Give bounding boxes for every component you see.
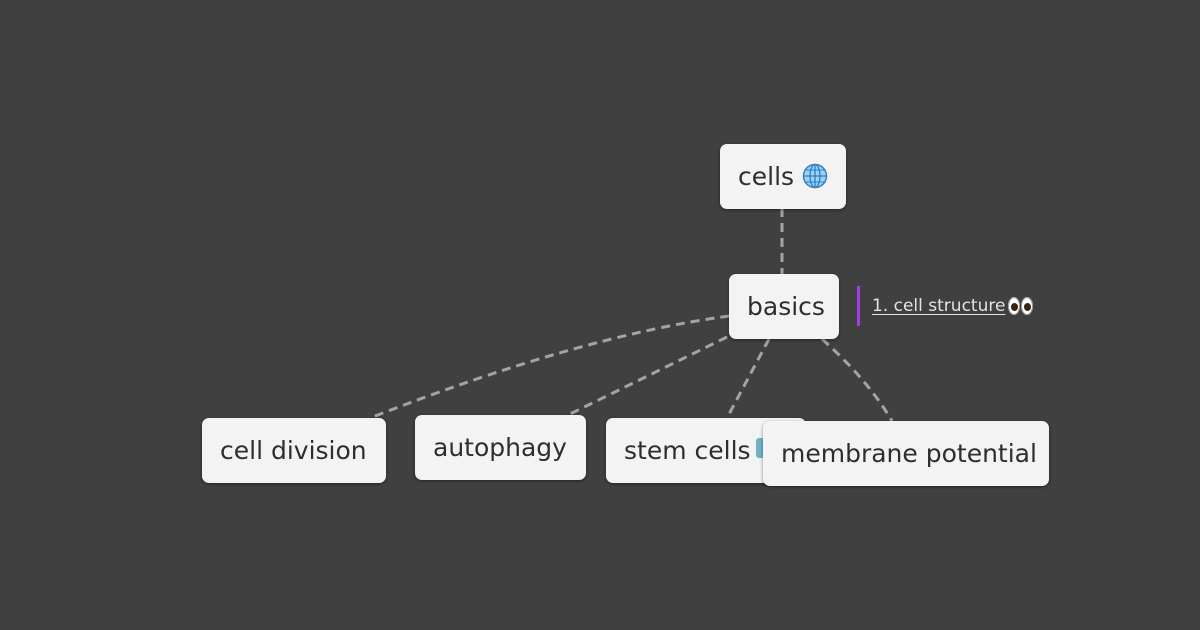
node-basics[interactable]: basics [729,274,839,339]
node-cell-division-label: cell division [220,436,367,465]
annotation-accent-bar [857,286,860,326]
connector-basics-cell-division [369,314,730,420]
node-stem-cells-label: stem cells [624,436,751,465]
annotation-text: 1. cell structure [872,296,1006,316]
annotation-link[interactable]: 1. cell structure [872,296,1005,316]
node-autophagy-label: autophagy [433,433,567,462]
globe-icon [802,163,828,189]
eyes-icon [1007,297,1034,315]
node-cell-division[interactable]: cell division [202,418,386,483]
node-cells[interactable]: cells [720,144,846,209]
connector-basics-membrane-potential [821,337,894,422]
node-autophagy[interactable]: autophagy [415,415,586,480]
annotation: 1. cell structure [857,286,1034,326]
node-cells-label: cells [738,162,795,191]
node-membrane-potential-label: membrane potential [781,439,1037,468]
node-basics-label: basics [747,292,825,321]
connector-basics-autophagy [567,335,728,417]
connector-basics-stem-cells [725,338,771,419]
node-membrane-potential[interactable]: membrane potential [763,421,1049,486]
